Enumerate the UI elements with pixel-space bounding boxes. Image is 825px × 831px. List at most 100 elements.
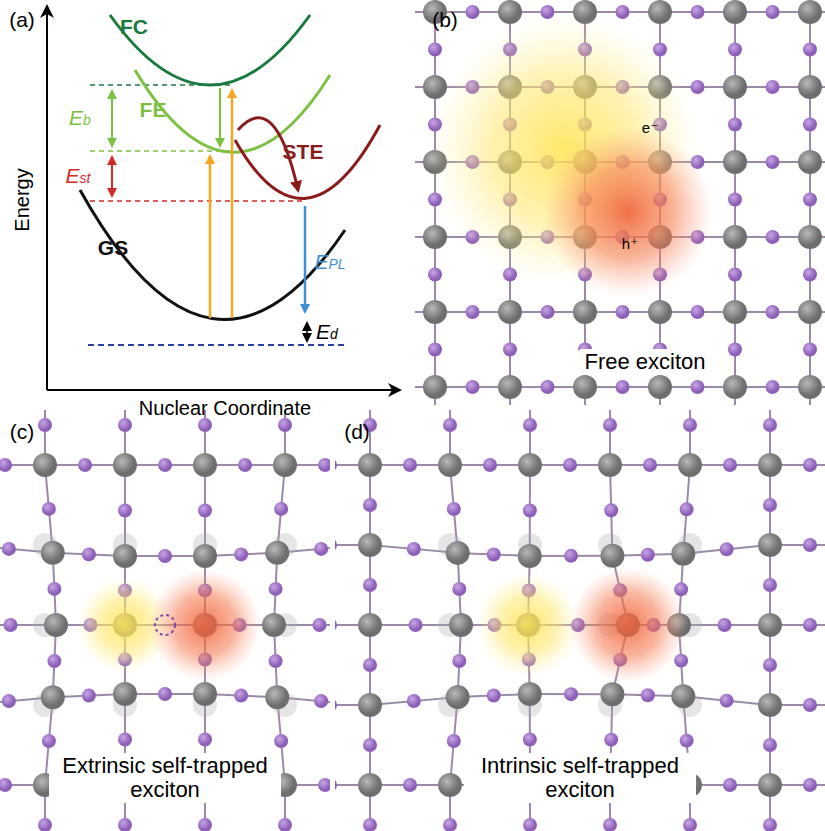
metal-atom bbox=[573, 375, 597, 399]
halide-atom bbox=[403, 458, 417, 472]
metal-atom bbox=[113, 544, 137, 568]
halide-atom bbox=[335, 778, 337, 792]
metal-atom bbox=[438, 453, 462, 477]
metal-atom bbox=[798, 375, 822, 399]
halide-atom bbox=[616, 305, 630, 319]
halide-atom bbox=[766, 80, 780, 94]
halide-atom bbox=[47, 654, 61, 668]
halide-atom bbox=[158, 549, 172, 563]
metal-atom bbox=[598, 453, 622, 477]
halide-atom bbox=[363, 658, 377, 672]
halide-atom bbox=[38, 818, 52, 831]
diagram-label: STE bbox=[283, 140, 324, 163]
halide-atom bbox=[641, 688, 655, 702]
metal-atom bbox=[648, 375, 672, 399]
panel-label: (b) bbox=[432, 8, 458, 31]
halide-atom bbox=[683, 818, 697, 831]
metal-atom bbox=[723, 225, 747, 249]
metal-atom bbox=[600, 544, 624, 568]
halide-atom bbox=[335, 618, 337, 632]
metal-atom bbox=[262, 613, 286, 637]
halide-atom bbox=[335, 698, 337, 712]
metal-atom bbox=[723, 75, 747, 99]
metal-atom bbox=[44, 613, 68, 637]
halide-atom bbox=[466, 380, 480, 394]
panel-caption: Extrinsic self-trapped exciton bbox=[49, 753, 281, 803]
halide-atom bbox=[803, 698, 817, 712]
charge-cloud bbox=[476, 573, 580, 677]
halide-atom bbox=[720, 694, 734, 708]
diagram-label: e⁻ bbox=[642, 120, 658, 137]
halide-atom bbox=[0, 458, 12, 472]
halide-atom bbox=[447, 734, 461, 748]
halide-atom bbox=[198, 418, 212, 432]
gs-curve bbox=[80, 190, 345, 319]
halide-atom bbox=[728, 193, 742, 207]
metal-atom bbox=[758, 533, 782, 557]
halide-atom bbox=[803, 343, 817, 357]
metal-atom bbox=[358, 613, 382, 637]
panel-label: (a) bbox=[9, 8, 35, 31]
metal-atom bbox=[113, 453, 137, 477]
halide-atom bbox=[728, 343, 742, 357]
halide-atom bbox=[47, 582, 61, 596]
metal-atom bbox=[723, 375, 747, 399]
halide-atom bbox=[363, 498, 377, 512]
halide-atom bbox=[728, 268, 742, 282]
halide-atom bbox=[680, 502, 694, 516]
panel-caption: Free exciton bbox=[578, 349, 711, 375]
halide-atom bbox=[604, 733, 618, 747]
metal-atom bbox=[265, 685, 289, 709]
fe-level bbox=[90, 150, 232, 152]
halide-atom bbox=[763, 658, 777, 672]
halide-atom bbox=[803, 118, 817, 132]
metal-atom bbox=[498, 375, 522, 399]
halide-atom bbox=[278, 418, 292, 432]
halide-atom bbox=[269, 582, 283, 596]
self-trapping-arrow bbox=[111, 157, 113, 196]
metal-atom bbox=[648, 300, 672, 324]
metal-atom bbox=[423, 300, 447, 324]
halide-atom bbox=[680, 734, 694, 748]
diagram-label: h⁺ bbox=[622, 236, 638, 253]
metal-atom bbox=[671, 542, 695, 566]
metal-atom bbox=[446, 685, 470, 709]
halide-atom bbox=[691, 380, 705, 394]
halide-atom bbox=[466, 305, 480, 319]
coordinate-axis bbox=[47, 389, 400, 391]
halide-atom bbox=[314, 694, 328, 708]
metal-atom bbox=[758, 613, 782, 637]
metal-atom bbox=[678, 453, 702, 477]
metal-atom bbox=[113, 682, 137, 706]
halide-atom bbox=[403, 778, 417, 792]
metal-atom bbox=[798, 150, 822, 174]
halide-atom bbox=[198, 733, 212, 747]
halide-atom bbox=[763, 418, 777, 432]
metal-atom bbox=[671, 684, 695, 708]
halide-atom bbox=[720, 542, 734, 556]
halide-atom bbox=[641, 548, 655, 562]
halide-atom bbox=[0, 778, 12, 792]
metal-atom bbox=[518, 544, 542, 568]
diagram-label: FC bbox=[120, 15, 148, 38]
metal-atom bbox=[358, 773, 382, 797]
metal-atom bbox=[498, 0, 522, 24]
metal-atom bbox=[423, 375, 447, 399]
halide-atom bbox=[318, 458, 330, 472]
metal-atom bbox=[273, 453, 297, 477]
metal-atom bbox=[193, 682, 217, 706]
halide-atom bbox=[363, 818, 377, 831]
diagram-label: EPL bbox=[314, 250, 345, 273]
metal-atom bbox=[758, 693, 782, 717]
charge-cloud bbox=[543, 127, 713, 297]
halide-atom bbox=[766, 305, 780, 319]
halide-atom bbox=[428, 343, 442, 357]
metal-atom bbox=[723, 150, 747, 174]
metal-atom bbox=[648, 0, 672, 24]
halide-atom bbox=[763, 738, 777, 752]
halide-atom bbox=[763, 578, 777, 592]
axis-label: Nuclear Coordinate bbox=[139, 397, 311, 419]
metal-atom bbox=[423, 225, 447, 249]
halide-atom bbox=[313, 618, 327, 632]
halide-atom bbox=[363, 578, 377, 592]
